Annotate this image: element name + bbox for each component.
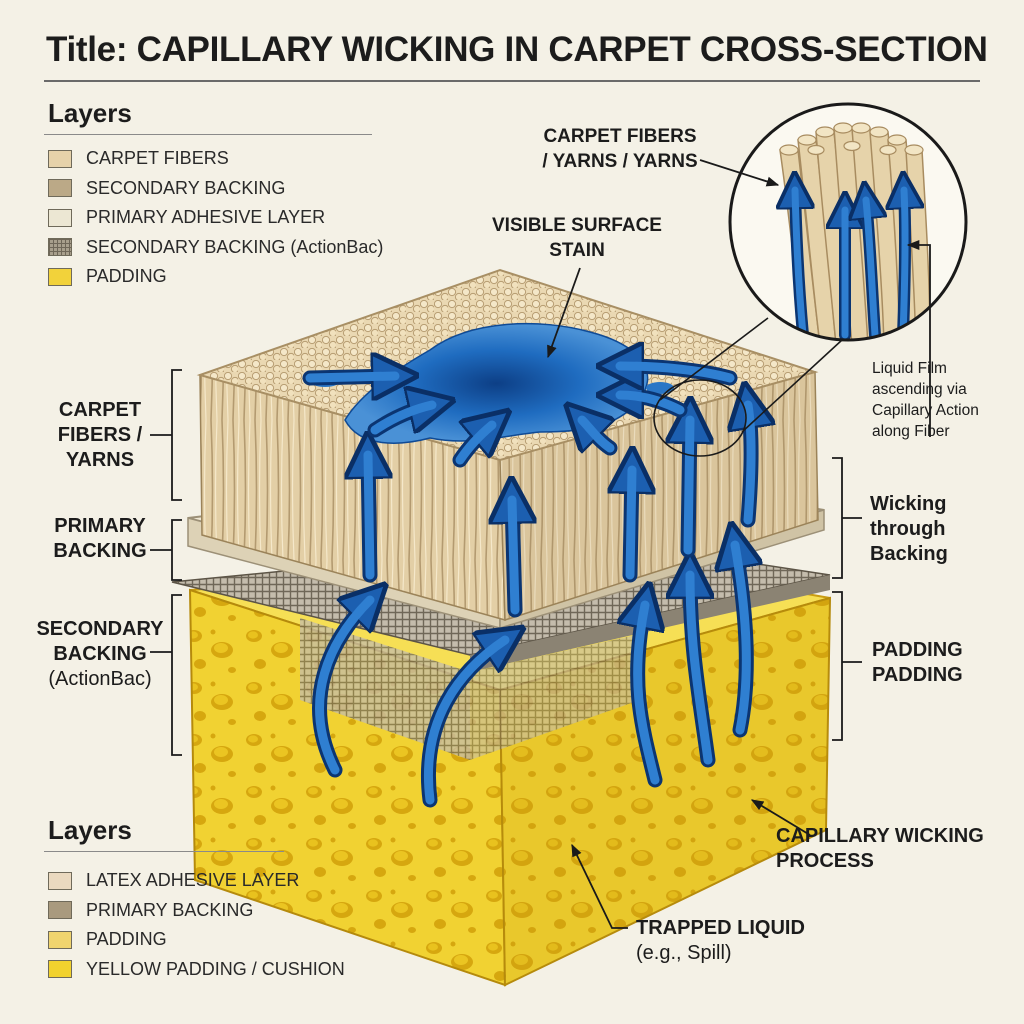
legend-bottom-divider	[44, 851, 284, 852]
title-divider	[44, 80, 980, 82]
leader-lines	[150, 159, 931, 929]
legend-label: SECONDARY BACKING (ActionBac)	[86, 236, 384, 257]
callout-wicking-backing: Wicking through Backing	[870, 493, 948, 565]
legend-swatch	[48, 179, 72, 198]
legend-item: SECONDARY BACKING	[48, 174, 383, 204]
callout-visible-stain: VISIBLE SURFACE STAIN	[492, 215, 662, 261]
legend-label: PADDING	[86, 266, 167, 287]
wicking-arrows	[302, 366, 751, 808]
legend-bottom-heading: Layers	[48, 815, 132, 845]
legend-swatch	[48, 871, 72, 890]
legend-label: PRIMARY BACKING	[86, 899, 254, 920]
legend-swatch	[48, 901, 72, 920]
legend-item: PADDING	[48, 925, 345, 955]
legend-label: YELLOW PADDING / CUSHION	[86, 958, 345, 979]
legend-swatch	[48, 960, 72, 979]
legend-top-heading: Layers	[48, 98, 132, 128]
callout-padding: PADDING PADDING	[872, 639, 963, 686]
callout-trapped-liquid-note: (e.g., Spill)	[636, 942, 732, 964]
legend-item: PRIMARY ADHESIVE LAYER	[48, 203, 383, 233]
legend-label: CARPET FIBERS	[86, 148, 229, 169]
callout-capillary-process: CAPILLARY WICKING PROCESS	[776, 825, 984, 872]
callout-secondary-backing-note: (ActionBac)	[48, 668, 152, 690]
legend-label: PRIMARY ADHESIVE LAYER	[86, 207, 326, 228]
legend-swatch	[48, 238, 72, 257]
callout-trapped-liquid-title: TRAPPED LIQUID	[636, 917, 805, 939]
callout-carpet-fibers: CARPET FIBERS / YARNS	[57, 399, 143, 471]
legend-swatch	[48, 149, 72, 168]
callout-secondary-backing-title: SECONDARY BACKING	[36, 618, 164, 665]
legend-swatch	[48, 267, 72, 286]
magnifier-connector	[653, 317, 843, 457]
legend-item: LATEX ADHESIVE LAYER	[48, 866, 345, 896]
legend-label: PADDING	[86, 929, 167, 950]
legend-swatch	[48, 208, 72, 227]
legend-swatch	[48, 930, 72, 949]
legend-item: YELLOW PADDING / CUSHION	[48, 955, 345, 985]
legend-top-divider	[44, 134, 372, 135]
legend-item: SECONDARY BACKING (ActionBac)	[48, 233, 383, 263]
legend-label: SECONDARY BACKING	[86, 177, 286, 198]
callout-primary-backing: PRIMARY BACKING	[53, 515, 147, 562]
callout-trapped-liquid: TRAPPED LIQUID (e.g., Spill)	[636, 916, 836, 966]
callout-carpet-fibers-inset: CARPET FIBERS / YARNS / YARNS	[542, 126, 698, 172]
callout-liquid-film: Liquid Film ascending via Capillary Acti…	[872, 360, 979, 440]
legend-bottom-list: LATEX ADHESIVE LAYER PRIMARY BACKING PAD…	[48, 866, 345, 984]
page-title: Title: CAPILLARY WICKING IN CARPET CROSS…	[46, 30, 988, 69]
legend-label: LATEX ADHESIVE LAYER	[86, 870, 300, 891]
callout-secondary-backing: SECONDARY BACKING (ActionBac)	[30, 617, 170, 692]
magnifier-inset	[728, 102, 968, 342]
legend-item: PRIMARY BACKING	[48, 896, 345, 926]
legend-item: CARPET FIBERS	[48, 144, 383, 174]
legend-item: PADDING	[48, 262, 383, 292]
legend-top-list: CARPET FIBERS SECONDARY BACKING PRIMARY …	[48, 144, 383, 292]
